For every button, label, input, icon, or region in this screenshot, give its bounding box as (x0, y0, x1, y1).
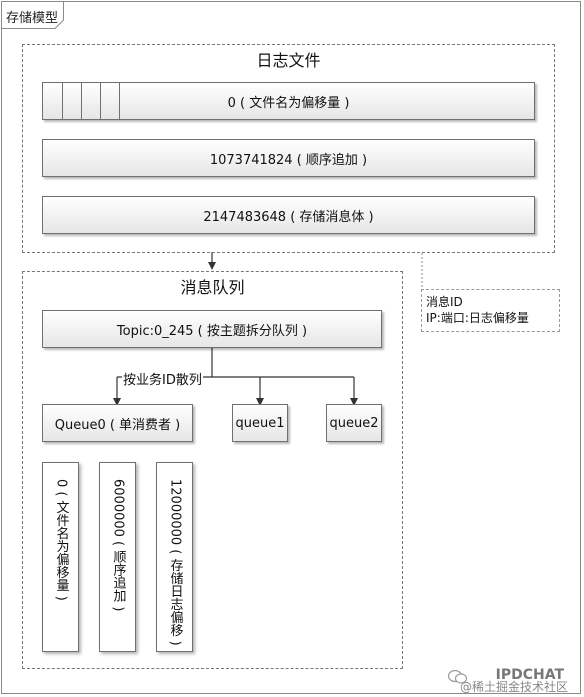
queue-2-label: queue2 (329, 415, 379, 431)
queue-entry-2: 12000000 ( 存储日志偏移 ) (156, 462, 193, 652)
wechat-icon (448, 670, 468, 684)
message-id-note (421, 289, 560, 332)
log-row-0-label: 0 ( 文件名为偏移量 ) (227, 95, 350, 111)
log-row-segment (100, 83, 101, 119)
hash-split-label: 按业务ID散列 (122, 369, 203, 388)
queue-entry-1-label: 6000000 ( 顺序追加 ) (110, 479, 126, 612)
queue-entry-1: 6000000 ( 顺序追加 ) (99, 462, 136, 652)
log-file-title: 日志文件 (256, 51, 321, 70)
queue-2: queue2 (326, 404, 382, 442)
log-row-2: 2147483648 ( 存储消息体 ) (42, 196, 535, 234)
log-row-1-label: 1073741824 ( 顺序追加 ) (209, 152, 368, 168)
arrow-head-queue0 (113, 398, 121, 406)
log-row-2-label: 2147483648 ( 存储消息体 ) (203, 209, 374, 225)
log-row-segment (62, 83, 63, 119)
arrow-head-queue1 (256, 398, 264, 406)
queue-1-label: queue1 (235, 415, 285, 431)
arrow-head-queue2 (350, 398, 358, 406)
topic-box: Topic:0_245 ( 按主题拆分队列 ) (42, 310, 382, 348)
log-row-0: 0 ( 文件名为偏移量 ) (42, 82, 535, 120)
note-line-2: IP:端口:日志偏移量 (426, 311, 529, 325)
note-line-1: 消息ID (426, 295, 463, 309)
message-queue-title: 消息队列 (180, 278, 245, 297)
storage-model-tab: 存储模型 (1, 1, 64, 29)
queue-entry-0: 0 ( 文件名为偏移量 ) (42, 462, 79, 652)
queue-0: Queue0 ( 单消费者 ) (42, 404, 193, 442)
message-id-note-text: 消息ID IP:端口:日志偏移量 (426, 294, 529, 326)
tab-border (1, 1, 64, 29)
log-file-box (22, 44, 555, 253)
queue-entry-2-label: 12000000 ( 存储日志偏移 ) (167, 479, 183, 646)
log-to-queue-arrow (208, 252, 216, 270)
topic-label: Topic:0_245 ( 按主题拆分队列 ) (116, 323, 308, 339)
message-queue-box (22, 271, 403, 669)
watermark-credit: @稀土掘金技术社区 (459, 680, 568, 694)
log-row-1: 1073741824 ( 顺序追加 ) (42, 139, 535, 177)
watermark-brand: IPDCHAT (495, 667, 564, 683)
queue-1: queue1 (232, 404, 288, 442)
queue-entry-0-label: 0 ( 文件名为偏移量 ) (53, 479, 69, 601)
log-row-segment (119, 83, 120, 119)
log-row-segment (81, 83, 82, 119)
tab-label: 存储模型 (6, 11, 59, 26)
queue-0-label: Queue0 ( 单消费者 ) (54, 417, 181, 433)
